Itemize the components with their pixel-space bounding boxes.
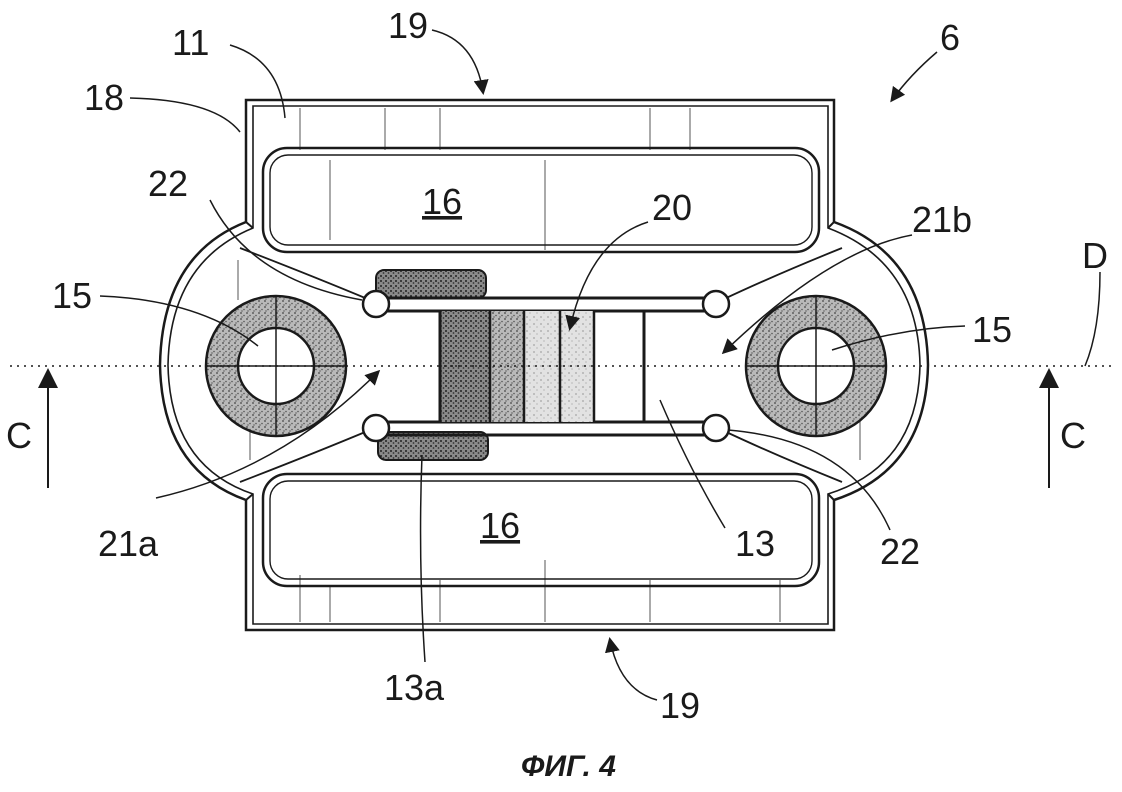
label-edge: 18	[84, 77, 124, 118]
label-axis: D	[1082, 235, 1108, 276]
label-face-top: 19	[388, 5, 428, 46]
label-hole-left: 15	[52, 275, 92, 316]
label-hole-right: 15	[972, 309, 1012, 350]
slot-top	[363, 270, 729, 317]
figure-caption: ФИГ. 4	[521, 750, 616, 783]
label-pocket-bottom: 16	[480, 505, 520, 546]
label-body: 11	[172, 22, 209, 63]
label-face-bottom: 19	[660, 685, 700, 726]
label-center: 20	[652, 187, 692, 228]
label-pocket-top: 16	[422, 181, 462, 222]
pocket-top	[263, 148, 819, 252]
label-slot-bottom: 22	[880, 531, 920, 572]
label-taper-right: 21b	[912, 199, 972, 240]
label-bridge: 13	[735, 523, 775, 564]
label-section-left: C	[6, 415, 32, 456]
label-taper-left: 21a	[98, 523, 159, 564]
label-assembly: 6	[940, 17, 960, 58]
label-bridge-part: 13a	[384, 667, 445, 708]
label-slot-top: 22	[148, 163, 188, 204]
label-section-right: C	[1060, 415, 1086, 456]
